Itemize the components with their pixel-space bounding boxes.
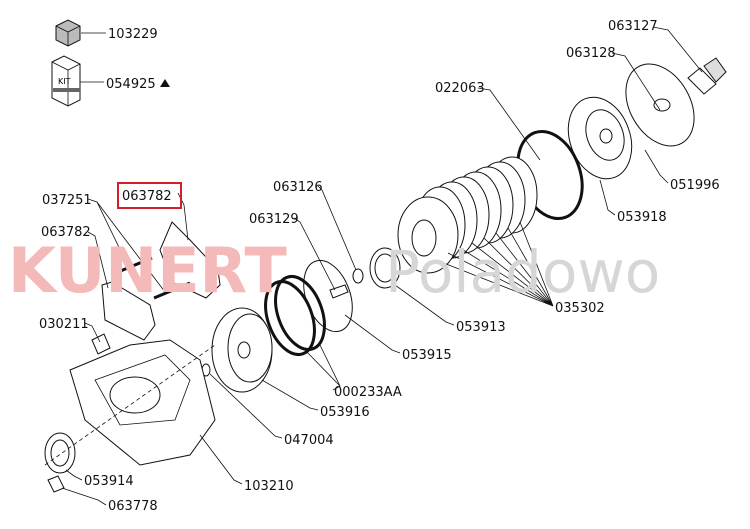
part-label: 063129 [249,212,299,227]
part-label: 053918 [617,210,667,225]
part-053918-cover [567,96,633,180]
grease-cube-icon [55,19,81,47]
part-063127-bolt [687,57,727,95]
kit-text: KIT [58,77,71,86]
part-037251-spring [153,281,191,300]
highlight-box [117,182,182,209]
part-label: 035302 [555,301,605,316]
part-label: 063778 [108,499,158,514]
part-label: 103229 [108,27,158,42]
part-label: 054925 [106,77,156,92]
part-035302-disk-stack [397,156,538,274]
part-063128-circlip [625,63,695,147]
part-label: 053913 [456,320,506,335]
part-label: 063127 [608,19,658,34]
part-label: 063128 [566,46,616,61]
watermark-brand: KUNERT [8,234,287,307]
watermark-location: Poladowo [385,238,660,306]
part-label: 047004 [284,433,334,448]
part-label: 063126 [273,180,323,195]
part-label: 053914 [84,474,134,489]
kit-box-icon: KIT [51,55,81,107]
part-label: 053915 [402,348,452,363]
part-053914-seal [44,432,76,474]
part-053916-piston [211,307,273,393]
part-000233AA-orings [264,275,326,356]
part-053913-ring [369,247,401,289]
part-063129-screw [329,284,349,299]
part-037251-spring [117,256,153,274]
part-label: 022063 [435,81,485,96]
part-label: 000233AA [334,385,402,400]
part-label: 030211 [39,317,89,332]
part-063782-pad-b [101,281,156,341]
part-030211-bleeder [91,333,111,355]
part-label: 051996 [670,178,720,193]
part-063126-washer [352,268,364,284]
part-063782-pad-a [159,221,221,299]
part-label: 037251 [42,193,92,208]
part-label: 103210 [244,479,294,494]
triangle-marker-icon [160,79,170,87]
part-103210-caliper-housing [69,339,216,466]
part-label-highlighted: 063782 [122,189,172,204]
part-label: 063782 [41,225,91,240]
part-label: 053916 [320,405,370,420]
part-063778-bolt [47,475,65,493]
